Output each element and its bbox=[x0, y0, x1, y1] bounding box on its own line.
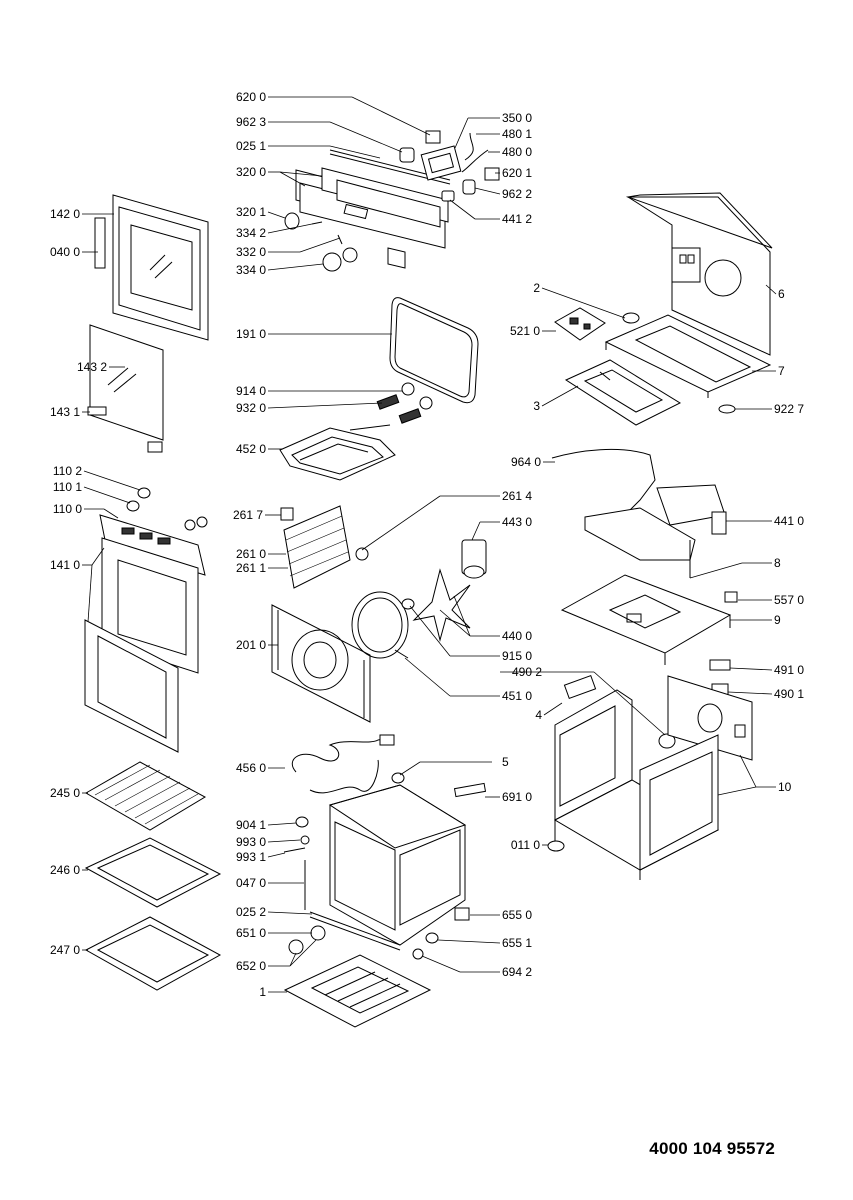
side-panel-10-part bbox=[667, 675, 753, 761]
inner-glass-part bbox=[87, 324, 164, 453]
cabinet-body-part bbox=[547, 689, 720, 880]
callout-261-7: 261 7 bbox=[233, 508, 263, 522]
callout-9: 9 bbox=[774, 613, 781, 627]
callout-025-2: 025 2 bbox=[236, 905, 266, 919]
callout-110-2: 110 2 bbox=[53, 464, 82, 478]
callout-247-0: 247 0 bbox=[50, 943, 80, 957]
callout-141-0: 141 0 bbox=[50, 558, 80, 572]
cooling-fan-assembly bbox=[551, 448, 727, 578]
callout-491-0: 491 0 bbox=[774, 663, 804, 677]
callout-694-2: 694 2 bbox=[502, 965, 532, 979]
callout-246-0: 246 0 bbox=[50, 863, 80, 877]
callout-6: 6 bbox=[778, 287, 785, 301]
callout-456-0: 456 0 bbox=[236, 761, 266, 775]
wire-shelf-part bbox=[84, 761, 207, 831]
callout-334-2: 334 2 bbox=[236, 226, 266, 240]
door-seal-part bbox=[389, 297, 479, 404]
callout-110-1: 110 1 bbox=[53, 480, 82, 494]
callout-620-0: 620 0 bbox=[236, 90, 266, 104]
callout-332-0: 332 0 bbox=[236, 245, 266, 259]
callout-047-0: 047 0 bbox=[236, 876, 266, 890]
callout-620-1: 620 1 bbox=[502, 166, 532, 180]
callout-142-0: 142 0 bbox=[50, 207, 80, 221]
callout-320-0: 320 0 bbox=[236, 165, 266, 179]
callout-651-0: 651 0 bbox=[236, 926, 266, 940]
plate-9-part bbox=[560, 574, 738, 665]
callout-110-0: 110 0 bbox=[53, 502, 82, 516]
cavity-small-parts bbox=[283, 816, 326, 955]
callout-334-0: 334 0 bbox=[236, 263, 266, 277]
bottom-plate-part bbox=[283, 954, 432, 1028]
callout-480-1: 480 1 bbox=[502, 127, 532, 141]
callout-7: 7 bbox=[778, 364, 785, 378]
callout-261-1: 261 1 bbox=[236, 561, 266, 575]
callout-261-4: 261 4 bbox=[502, 489, 532, 503]
callout-143-1: 143 1 bbox=[50, 405, 80, 419]
callout-443-0: 443 0 bbox=[502, 515, 532, 529]
ring-element-part bbox=[351, 591, 409, 659]
callout-191-0: 191 0 bbox=[236, 327, 266, 341]
outer-door-part bbox=[94, 194, 209, 341]
callout-557-0: 557 0 bbox=[774, 593, 804, 607]
callout-201-0: 201 0 bbox=[236, 638, 266, 652]
callout-5: 5 bbox=[502, 755, 509, 769]
callout-1: 1 bbox=[259, 985, 266, 999]
callout-245-0: 245 0 bbox=[50, 786, 80, 800]
callout-10: 10 bbox=[778, 780, 792, 794]
callout-3: 3 bbox=[533, 399, 540, 413]
drip-pan-part bbox=[84, 916, 222, 991]
callout-025-1: 025 1 bbox=[236, 139, 266, 153]
document-number: 4000 104 95572 bbox=[649, 1139, 775, 1158]
callout-441-2: 441 2 bbox=[502, 212, 532, 226]
small-fasteners bbox=[376, 382, 433, 424]
callout-8: 8 bbox=[774, 556, 781, 570]
bottom-element-part bbox=[291, 734, 405, 794]
callout-261-0: 261 0 bbox=[236, 547, 266, 561]
callout-521-0: 521 0 bbox=[510, 324, 540, 338]
top-panel-part bbox=[626, 192, 773, 356]
callout-914-0: 914 0 bbox=[236, 384, 266, 398]
callout-040-0: 040 0 bbox=[50, 245, 80, 259]
grill-element-part bbox=[279, 424, 396, 481]
callout-2: 2 bbox=[533, 281, 540, 295]
callout-451-0: 451 0 bbox=[502, 689, 532, 703]
callout-915-0: 915 0 bbox=[502, 649, 532, 663]
callout-4: 4 bbox=[535, 708, 542, 722]
door-trim-part bbox=[99, 487, 208, 576]
callout-962-2: 962 2 bbox=[502, 187, 532, 201]
callout-922-7: 922 7 bbox=[774, 402, 804, 416]
callout-964-0: 964 0 bbox=[511, 455, 541, 469]
callout-320-1: 320 1 bbox=[236, 205, 266, 219]
callout-652-0: 652 0 bbox=[236, 959, 266, 973]
side-rack-part bbox=[280, 505, 369, 589]
callout-962-3: 962 3 bbox=[236, 115, 266, 129]
rear-panel-part bbox=[271, 604, 371, 723]
callout-350-0: 350 0 bbox=[502, 111, 532, 125]
fan-motor-part bbox=[401, 539, 487, 642]
callout-143-2: 143 2 bbox=[77, 360, 107, 374]
leader-lines bbox=[82, 96, 777, 993]
plate-7-part bbox=[604, 314, 772, 398]
callout-441-0: 441 0 bbox=[774, 514, 804, 528]
callout-655-0: 655 0 bbox=[502, 908, 532, 922]
callout-labels: 620 0 962 3 025 1 320 0 320 1 334 2 332 … bbox=[50, 90, 804, 999]
callout-011-0: 011 0 bbox=[511, 838, 540, 852]
plate-3-part bbox=[564, 359, 682, 426]
knobs-top bbox=[284, 130, 500, 272]
callout-932-0: 932 0 bbox=[236, 401, 266, 415]
callout-655-1: 655 1 bbox=[502, 936, 532, 950]
callout-490-2: 490 2 bbox=[512, 665, 542, 679]
callout-904-1: 904 1 bbox=[236, 818, 266, 832]
callout-452-0: 452 0 bbox=[236, 442, 266, 456]
inner-door-frame-part bbox=[84, 537, 199, 753]
callout-490-1: 490 1 bbox=[774, 687, 804, 701]
callout-993-1: 993 1 bbox=[236, 850, 266, 864]
callout-440-0: 440 0 bbox=[502, 629, 532, 643]
callout-993-0: 993 0 bbox=[236, 835, 266, 849]
callout-480-0: 480 0 bbox=[502, 145, 532, 159]
baking-tray-part bbox=[84, 837, 222, 908]
callout-691-0: 691 0 bbox=[502, 790, 532, 804]
oven-cavity-part bbox=[304, 782, 487, 960]
